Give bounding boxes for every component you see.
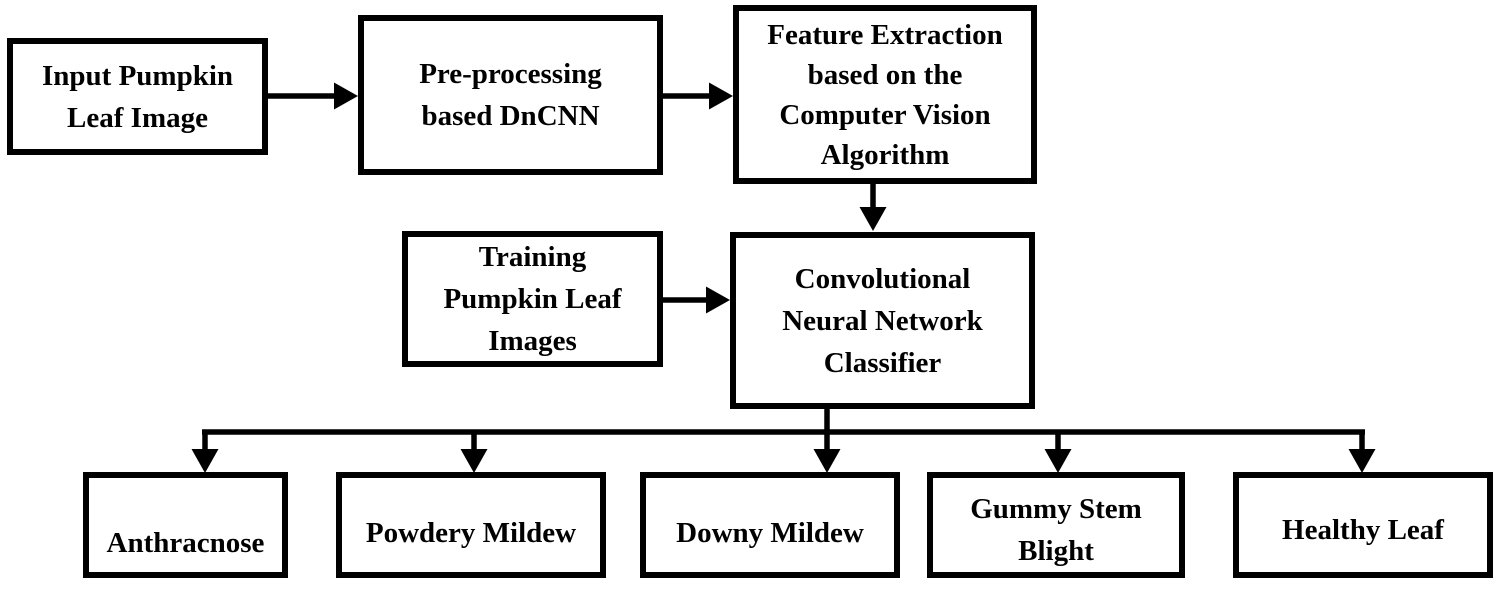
node-label-line: Leaf Image <box>67 101 208 134</box>
node-healthy-leaf: Healthy Leaf <box>1233 472 1493 578</box>
node-powdery-mildew: Powdery Mildew <box>336 472 606 578</box>
node-label-line: Powdery Mildew <box>365 517 577 549</box>
arrow-branch-to-gummy-stem-blight <box>1044 430 1072 473</box>
node-label-line: Input Pumpkin <box>41 59 234 92</box>
arrow-preprocessing-to-feature-extraction <box>663 82 733 110</box>
node-label-line: Training <box>478 241 587 273</box>
node-preprocessing-dncnn: Pre-processing based DnCNN <box>358 15 663 175</box>
node-label-line: Images <box>488 325 577 357</box>
arrow-training-to-cnn <box>663 286 730 314</box>
node-cnn-classifier: Convolutional Neural Network Classifier <box>730 232 1035 409</box>
node-label-line: Gummy Stem <box>970 493 1142 525</box>
node-feature-extraction: Feature Extraction based on the Computer… <box>733 5 1037 184</box>
arrow-cnn-to-downy-mildew <box>813 406 841 473</box>
arrow-branch-to-anthracnose <box>191 430 219 473</box>
node-label-line: based on the <box>807 58 963 91</box>
node-label-line: Classifier <box>823 346 942 379</box>
node-label-line: Convolutional <box>794 262 971 295</box>
node-label-line: Computer Vision <box>779 98 991 131</box>
node-label-line: Algorithm <box>820 138 950 171</box>
node-training-pumpkin-leaf-images: Training Pumpkin Leaf Images <box>402 231 663 367</box>
node-label-line: Anthracnose <box>106 527 265 559</box>
arrow-input-to-preprocessing <box>268 82 358 110</box>
node-label-line: Neural Network <box>782 304 983 337</box>
node-label-line: based DnCNN <box>421 100 600 132</box>
node-label-line: Healthy Leaf <box>1282 514 1444 546</box>
node-gummy-stem-blight: Gummy Stem Blight <box>927 472 1185 578</box>
node-label-line: Blight <box>1018 535 1094 567</box>
arrow-feature-extraction-to-cnn <box>859 182 887 231</box>
node-label-line: Pre-processing <box>419 58 602 90</box>
node-label-line: Feature Extraction <box>767 18 1003 51</box>
arrow-branch-to-powdery-mildew <box>460 430 488 473</box>
node-input-pumpkin-leaf-image: Input Pumpkin Leaf Image <box>7 38 268 155</box>
node-anthracnose: Anthracnose <box>83 472 288 578</box>
node-label-line: Downy Mildew <box>676 517 864 549</box>
node-downy-mildew: Downy Mildew <box>640 472 900 578</box>
arrow-branch-to-healthy-leaf <box>1348 430 1376 473</box>
node-label-line: Pumpkin Leaf <box>443 283 622 315</box>
